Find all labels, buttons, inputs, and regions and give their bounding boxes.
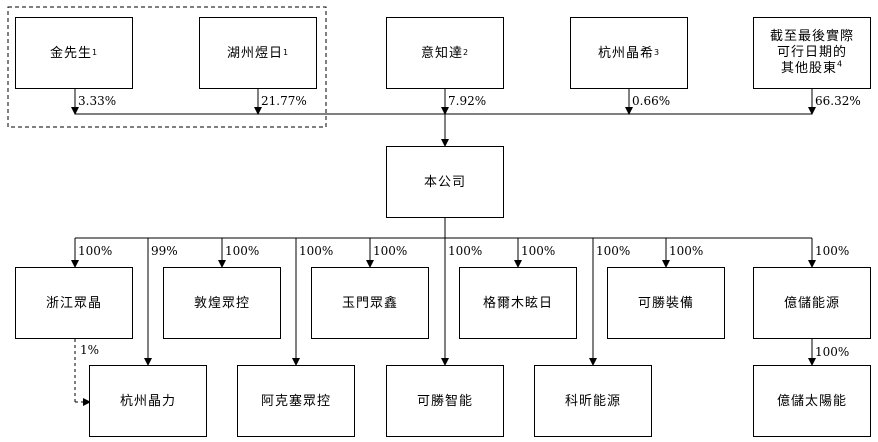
subsidiary-name: 億儲太陽能 bbox=[776, 393, 847, 409]
pct-kexin-energy: 100% bbox=[596, 244, 631, 258]
shareholder-other-shareholders: 截至最後實際 可行日期的 其他股東4 bbox=[753, 17, 871, 89]
shareholder-name-line3: 其他股東 bbox=[780, 61, 837, 76]
subsidiary-name: 浙江眾晶 bbox=[45, 295, 102, 311]
pct-zhejiang-to-hangzhou-jingli: 1% bbox=[80, 343, 100, 357]
subsidiary-yichu-solar: 億儲太陽能 bbox=[753, 365, 871, 437]
subsidiary-ake-zhongkong: 阿克塞眾控 bbox=[237, 365, 355, 437]
pct-kesheng-smart: 100% bbox=[448, 244, 483, 258]
pct-mr-jin: 3.33% bbox=[78, 94, 117, 108]
company-name: 本公司 bbox=[423, 174, 466, 190]
pct-dunhuang-zhongkong: 100% bbox=[225, 244, 260, 258]
subsidiary-hangzhou-jingli: 杭州晶力 bbox=[89, 365, 207, 437]
shareholder-name-line1: 截至最後實際 bbox=[769, 29, 854, 44]
pct-other-shareholders: 66.32% bbox=[815, 94, 861, 108]
pct-yumen-zhongxin: 100% bbox=[373, 244, 408, 258]
concert-party-group bbox=[7, 6, 327, 128]
subsidiary-name: 玉門眾鑫 bbox=[341, 295, 398, 311]
pct-kesheng-equipment: 100% bbox=[669, 244, 704, 258]
subsidiary-name: 可勝智能 bbox=[416, 393, 473, 409]
shareholder-name-line2: 可行日期的 bbox=[776, 45, 847, 60]
shareholder-name: 杭州晶希 bbox=[597, 45, 654, 61]
subsidiary-name: 格爾木眩日 bbox=[482, 295, 553, 311]
pct-hangzhou-jingxi: 0.66% bbox=[632, 94, 671, 108]
pct-yizhida: 7.92% bbox=[448, 94, 487, 108]
subsidiary-name: 科昕能源 bbox=[564, 393, 621, 409]
subsidiary-kesheng-smart: 可勝智能 bbox=[386, 365, 504, 437]
subsidiary-name: 敦煌眾控 bbox=[193, 295, 250, 311]
pct-hangzhou-jingli: 99% bbox=[151, 244, 178, 258]
shareholder-name: 金先生 bbox=[49, 45, 92, 61]
subsidiary-name: 杭州晶力 bbox=[119, 393, 176, 409]
subsidiary-yichu-energy: 億儲能源 bbox=[753, 267, 871, 339]
subsidiary-name: 阿克塞眾控 bbox=[260, 393, 331, 409]
shareholder-name: 湖州煜日 bbox=[226, 45, 283, 61]
company-box: 本公司 bbox=[386, 146, 504, 218]
subsidiary-dunhuang-zhongkong: 敦煌眾控 bbox=[163, 267, 281, 339]
shareholder-name: 意知達 bbox=[420, 45, 463, 61]
subsidiary-kexin-energy: 科昕能源 bbox=[534, 365, 652, 437]
pct-huzhou-yuri: 21.77% bbox=[261, 94, 307, 108]
subsidiary-geermu-xuanri: 格爾木眩日 bbox=[459, 267, 577, 339]
pct-zhejiang-zhongjing: 100% bbox=[78, 244, 113, 258]
footnote-marker: 4 bbox=[836, 59, 844, 69]
subsidiary-zhejiang-zhongjing: 浙江眾晶 bbox=[15, 267, 133, 339]
subsidiary-yumen-zhongxin: 玉門眾鑫 bbox=[311, 267, 429, 339]
pct-ake-zhongkong: 100% bbox=[299, 244, 334, 258]
subsidiary-name: 可勝裝備 bbox=[637, 295, 694, 311]
pct-yichu-energy: 100% bbox=[815, 244, 850, 258]
subsidiary-name: 億儲能源 bbox=[783, 295, 840, 311]
subsidiary-kesheng-equipment: 可勝裝備 bbox=[607, 267, 725, 339]
pct-yichu-solar: 100% bbox=[815, 345, 850, 359]
pct-geermu-xuanri: 100% bbox=[521, 244, 556, 258]
